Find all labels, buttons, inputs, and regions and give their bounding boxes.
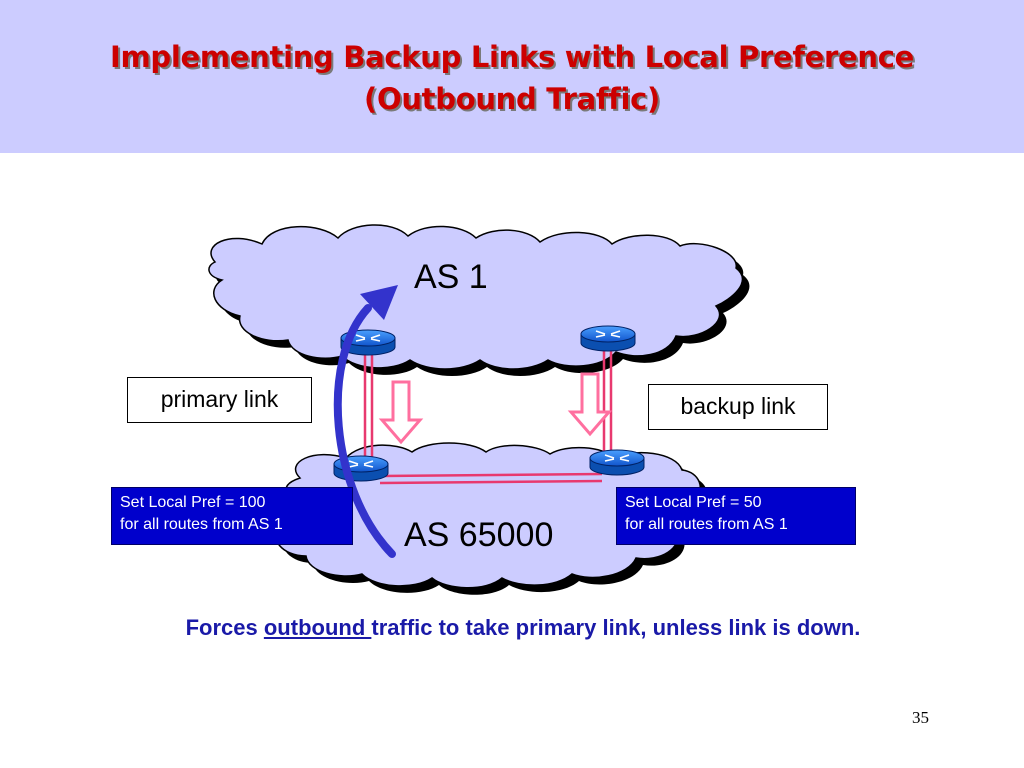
as65000-label: AS 65000 [404, 516, 554, 554]
primary-link-line [363, 352, 374, 468]
internal-link-line [379, 472, 603, 485]
slide-caption: Forces outbound traffic to take primary … [0, 615, 1024, 641]
links [363, 344, 613, 485]
local-pref-50-note: Set Local Pref = 50 for all routes from … [616, 487, 856, 545]
title-band [0, 0, 1024, 153]
caption-underlined-word: outbound [263, 615, 372, 640]
cloud-as1 [208, 224, 750, 376]
caption-text: traffic to take primary link, unless lin… [371, 615, 861, 640]
local-pref-100-note: Set Local Pref = 100 for all routes from… [111, 487, 353, 545]
backup-link-label: backup link [648, 384, 828, 430]
note-line: for all routes from AS 1 [625, 516, 788, 533]
as1-label: AS 1 [414, 258, 488, 296]
down-arrow-icon [567, 372, 613, 437]
down-arrow-icon [378, 380, 424, 445]
slide-title-line-2: (Outbound Traffic) [364, 82, 660, 116]
backup-link-line [602, 344, 613, 460]
outbound-traffic-arrow [333, 285, 398, 558]
slide-title-line-1: Implementing Backup Links with Local Pre… [110, 40, 914, 74]
caption-text: Forces [185, 615, 264, 640]
note-line: Set Local Pref = 100 [120, 494, 266, 511]
note-line: Set Local Pref = 50 [625, 494, 762, 511]
router-icon [589, 449, 645, 476]
page-number: 35 [912, 708, 929, 727]
note-line: for all routes from AS 1 [120, 516, 283, 533]
router-icon [580, 325, 636, 352]
primary-link-label: primary link [127, 377, 312, 423]
